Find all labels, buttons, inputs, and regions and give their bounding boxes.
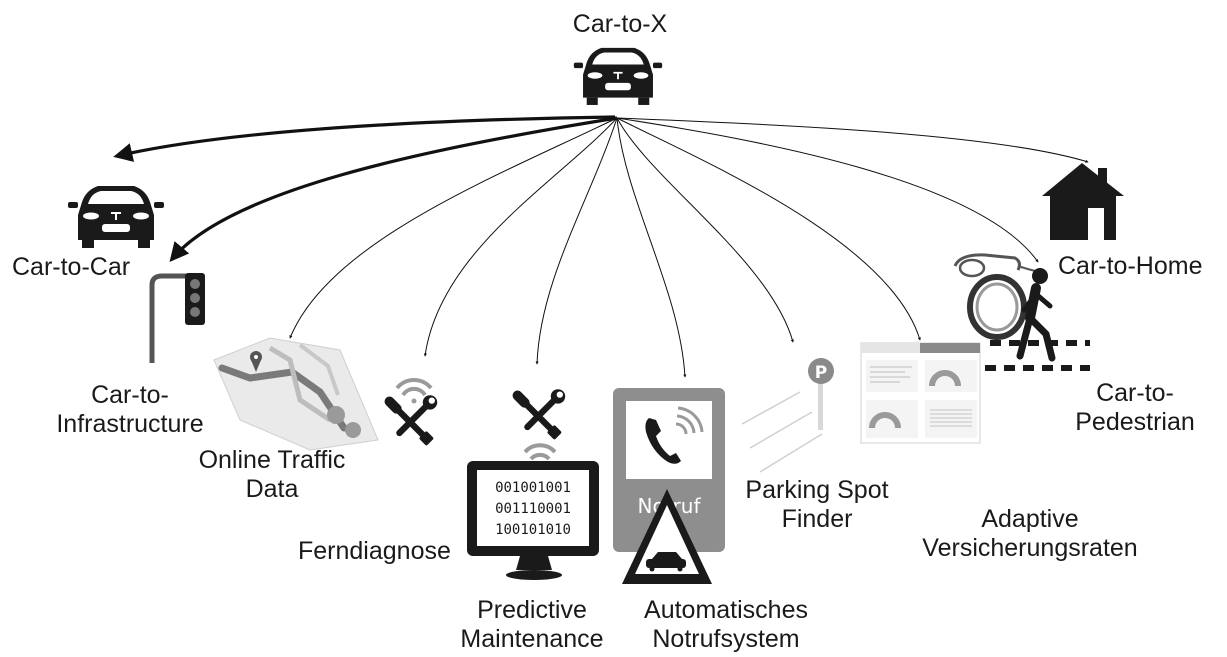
notruf-line1: Automatisches bbox=[644, 596, 808, 624]
predictive-maintenance-label: Predictive Maintenance bbox=[432, 596, 632, 654]
car-to-car-text: Car-to-Car bbox=[12, 253, 131, 281]
arrow-to-car bbox=[113, 115, 616, 162]
house-icon bbox=[1042, 163, 1124, 240]
pedestrian-line2: Pedestrian bbox=[1075, 408, 1195, 436]
car-to-infrastructure-line2: Infrastructure bbox=[56, 410, 204, 438]
arrow-to-infrastructure bbox=[169, 116, 618, 262]
car-icon bbox=[67, 185, 165, 249]
adaptive-label: Adaptive Versicherungsraten bbox=[900, 505, 1160, 563]
car-to-home-text: Car-to-Home bbox=[1058, 252, 1203, 280]
screen-line-1: 001001001 bbox=[495, 480, 571, 496]
parking-sign-icon: P bbox=[741, 358, 834, 473]
screen-line-3: 100101010 bbox=[495, 522, 571, 538]
hub-label: Car-to-X bbox=[545, 10, 695, 39]
pedestrian-line1: Car-to- bbox=[1096, 379, 1174, 407]
notruf-label: Automatisches Notrufsystem bbox=[616, 596, 836, 654]
arrow-to-ferndiagnose bbox=[423, 117, 618, 357]
emergency-sign-icon: Notruf bbox=[613, 388, 725, 552]
parking-line1: Parking Spot bbox=[745, 476, 889, 504]
traffic-light-icon bbox=[149, 273, 205, 363]
monitor-icon bbox=[467, 461, 599, 580]
online-traffic-label: Online Traffic Data bbox=[182, 446, 362, 504]
pedestrian-label: Car-to- Pedestrian bbox=[1050, 379, 1220, 437]
car-to-infrastructure-line1: Car-to- bbox=[91, 381, 169, 409]
online-traffic-line1: Online Traffic bbox=[198, 446, 346, 474]
notruf-line2: Notrufsystem bbox=[652, 625, 800, 653]
parking-label: Parking Spot Finder bbox=[722, 476, 912, 534]
predictive-maintenance-line1: Predictive bbox=[477, 596, 587, 624]
car-to-infrastructure-label: Car-to- Infrastructure bbox=[40, 381, 220, 439]
hub-car-icon bbox=[572, 46, 664, 106]
car-to-home-label: Car-to-Home bbox=[1058, 252, 1202, 281]
pedestrian-icon bbox=[985, 268, 1090, 371]
parking-letter: P bbox=[815, 363, 827, 383]
predictive-maintenance-line2: Maintenance bbox=[460, 625, 604, 653]
arrow-to-parking bbox=[616, 117, 794, 343]
ferndiagnose-label: Ferndiagnose bbox=[298, 537, 451, 566]
connector-lines bbox=[113, 115, 1089, 378]
parking-line2: Finder bbox=[781, 505, 853, 533]
online-traffic-line2: Data bbox=[245, 475, 299, 503]
adaptive-line2: Versicherungsraten bbox=[922, 534, 1138, 562]
wifi-icon bbox=[395, 377, 433, 404]
arrow-to-maintenance bbox=[535, 117, 618, 365]
arrow-to-notruf bbox=[616, 117, 687, 378]
screen-line-2: 001110001 bbox=[495, 501, 571, 517]
map-icon bbox=[213, 337, 379, 451]
hub-label-text: Car-to-X bbox=[572, 10, 668, 38]
ferndiagnose-text: Ferndiagnose bbox=[298, 537, 451, 565]
arrow-to-insurance bbox=[616, 117, 921, 341]
car-to-car-label: Car-to-Car bbox=[12, 253, 130, 282]
dashboard-icon bbox=[860, 342, 981, 444]
arrow-to-pedestrian bbox=[616, 117, 1039, 263]
arrow-to-home bbox=[616, 117, 1089, 163]
adaptive-line1: Adaptive bbox=[981, 505, 1079, 533]
arrow-to-traffic-data bbox=[289, 117, 618, 339]
maintenance-wrench-icon bbox=[518, 389, 566, 440]
warning-triangle-icon bbox=[622, 489, 712, 584]
